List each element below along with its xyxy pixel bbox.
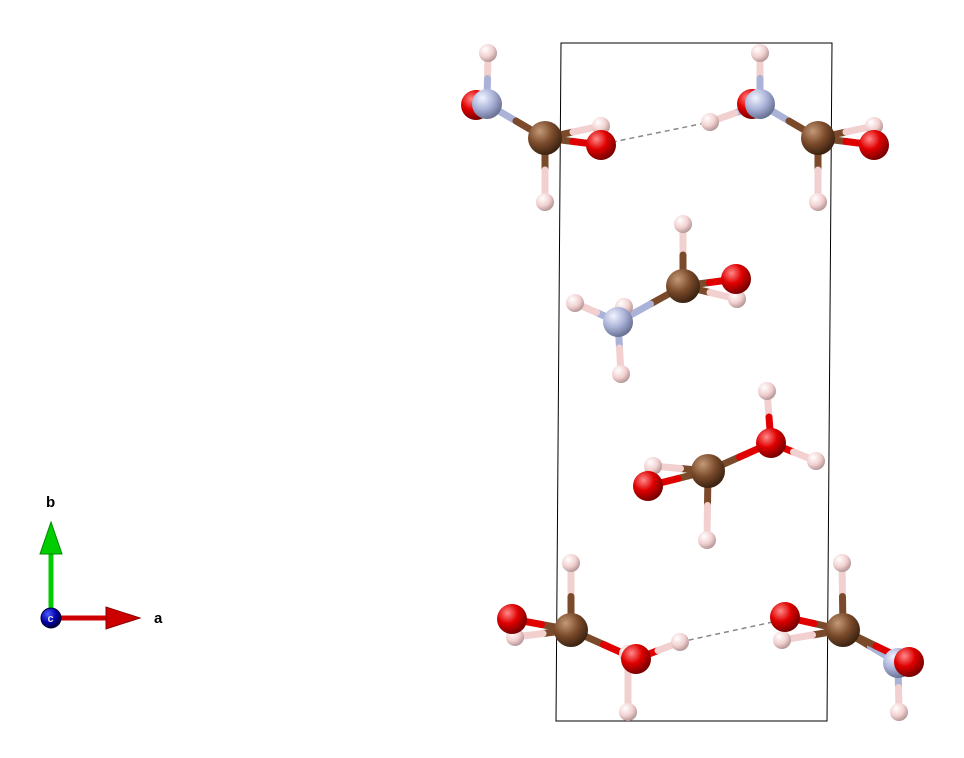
oxygen-atom[interactable]	[721, 264, 751, 294]
b-axis-arrowhead	[39, 520, 63, 555]
hydrogen-atom[interactable]	[833, 554, 851, 572]
carbon-atom[interactable]	[554, 613, 588, 647]
hydrogen-atom[interactable]	[644, 457, 662, 475]
hydrogen-atom[interactable]	[728, 290, 746, 308]
nitrogen-atom[interactable]	[745, 89, 775, 119]
hydrogen-atom[interactable]	[807, 452, 825, 470]
c-axis-dot	[40, 607, 62, 629]
hydrogen-atom[interactable]	[479, 44, 497, 62]
hydrogen-bond	[679, 619, 783, 643]
nitrogen-atom[interactable]	[603, 307, 633, 337]
hydrogen-atom[interactable]	[701, 113, 719, 131]
hydrogen-atom[interactable]	[592, 117, 610, 135]
hydrogen-atom[interactable]	[674, 215, 692, 233]
oxygen-atom[interactable]	[894, 647, 924, 677]
hydrogen-atom[interactable]	[566, 294, 584, 312]
hydrogen-atom[interactable]	[612, 365, 630, 383]
oxygen-atom[interactable]	[497, 604, 527, 634]
hydrogen-atom[interactable]	[890, 703, 908, 721]
carbon-atom[interactable]	[801, 121, 835, 155]
unit-cell-outline	[555, 42, 833, 722]
a-axis-label: a	[154, 610, 163, 627]
carbon-atom[interactable]	[528, 121, 562, 155]
oxygen-atom[interactable]	[770, 602, 800, 632]
c-axis-label: c	[48, 613, 54, 625]
hydrogen-atom[interactable]	[773, 631, 791, 649]
hydrogen-atom[interactable]	[536, 193, 554, 211]
hydrogen-atom[interactable]	[698, 531, 716, 549]
hydrogen-atom[interactable]	[619, 703, 637, 721]
carbon-atom[interactable]	[691, 454, 725, 488]
a-axis-arrowhead	[105, 606, 142, 630]
nitrogen-atom[interactable]	[472, 89, 502, 119]
oxygen-atom[interactable]	[756, 428, 786, 458]
hydrogen-atom[interactable]	[809, 193, 827, 211]
oxygen-atom[interactable]	[586, 130, 616, 160]
carbon-atom[interactable]	[826, 613, 860, 647]
b-axis-label: b	[46, 494, 55, 511]
hydrogen-bond	[602, 121, 711, 145]
hydrogen-atom[interactable]	[671, 633, 689, 651]
hydrogen-atom[interactable]	[751, 44, 769, 62]
atom-layer	[461, 44, 924, 721]
oxygen-atom[interactable]	[633, 471, 663, 501]
axis-indicator: c a b	[39, 494, 163, 630]
oxygen-atom[interactable]	[621, 644, 651, 674]
carbon-atom[interactable]	[666, 269, 700, 303]
hydrogen-atom[interactable]	[562, 554, 580, 572]
oxygen-atom[interactable]	[859, 130, 889, 160]
hydrogen-atom[interactable]	[865, 117, 883, 135]
hydrogen-atom[interactable]	[758, 382, 776, 400]
